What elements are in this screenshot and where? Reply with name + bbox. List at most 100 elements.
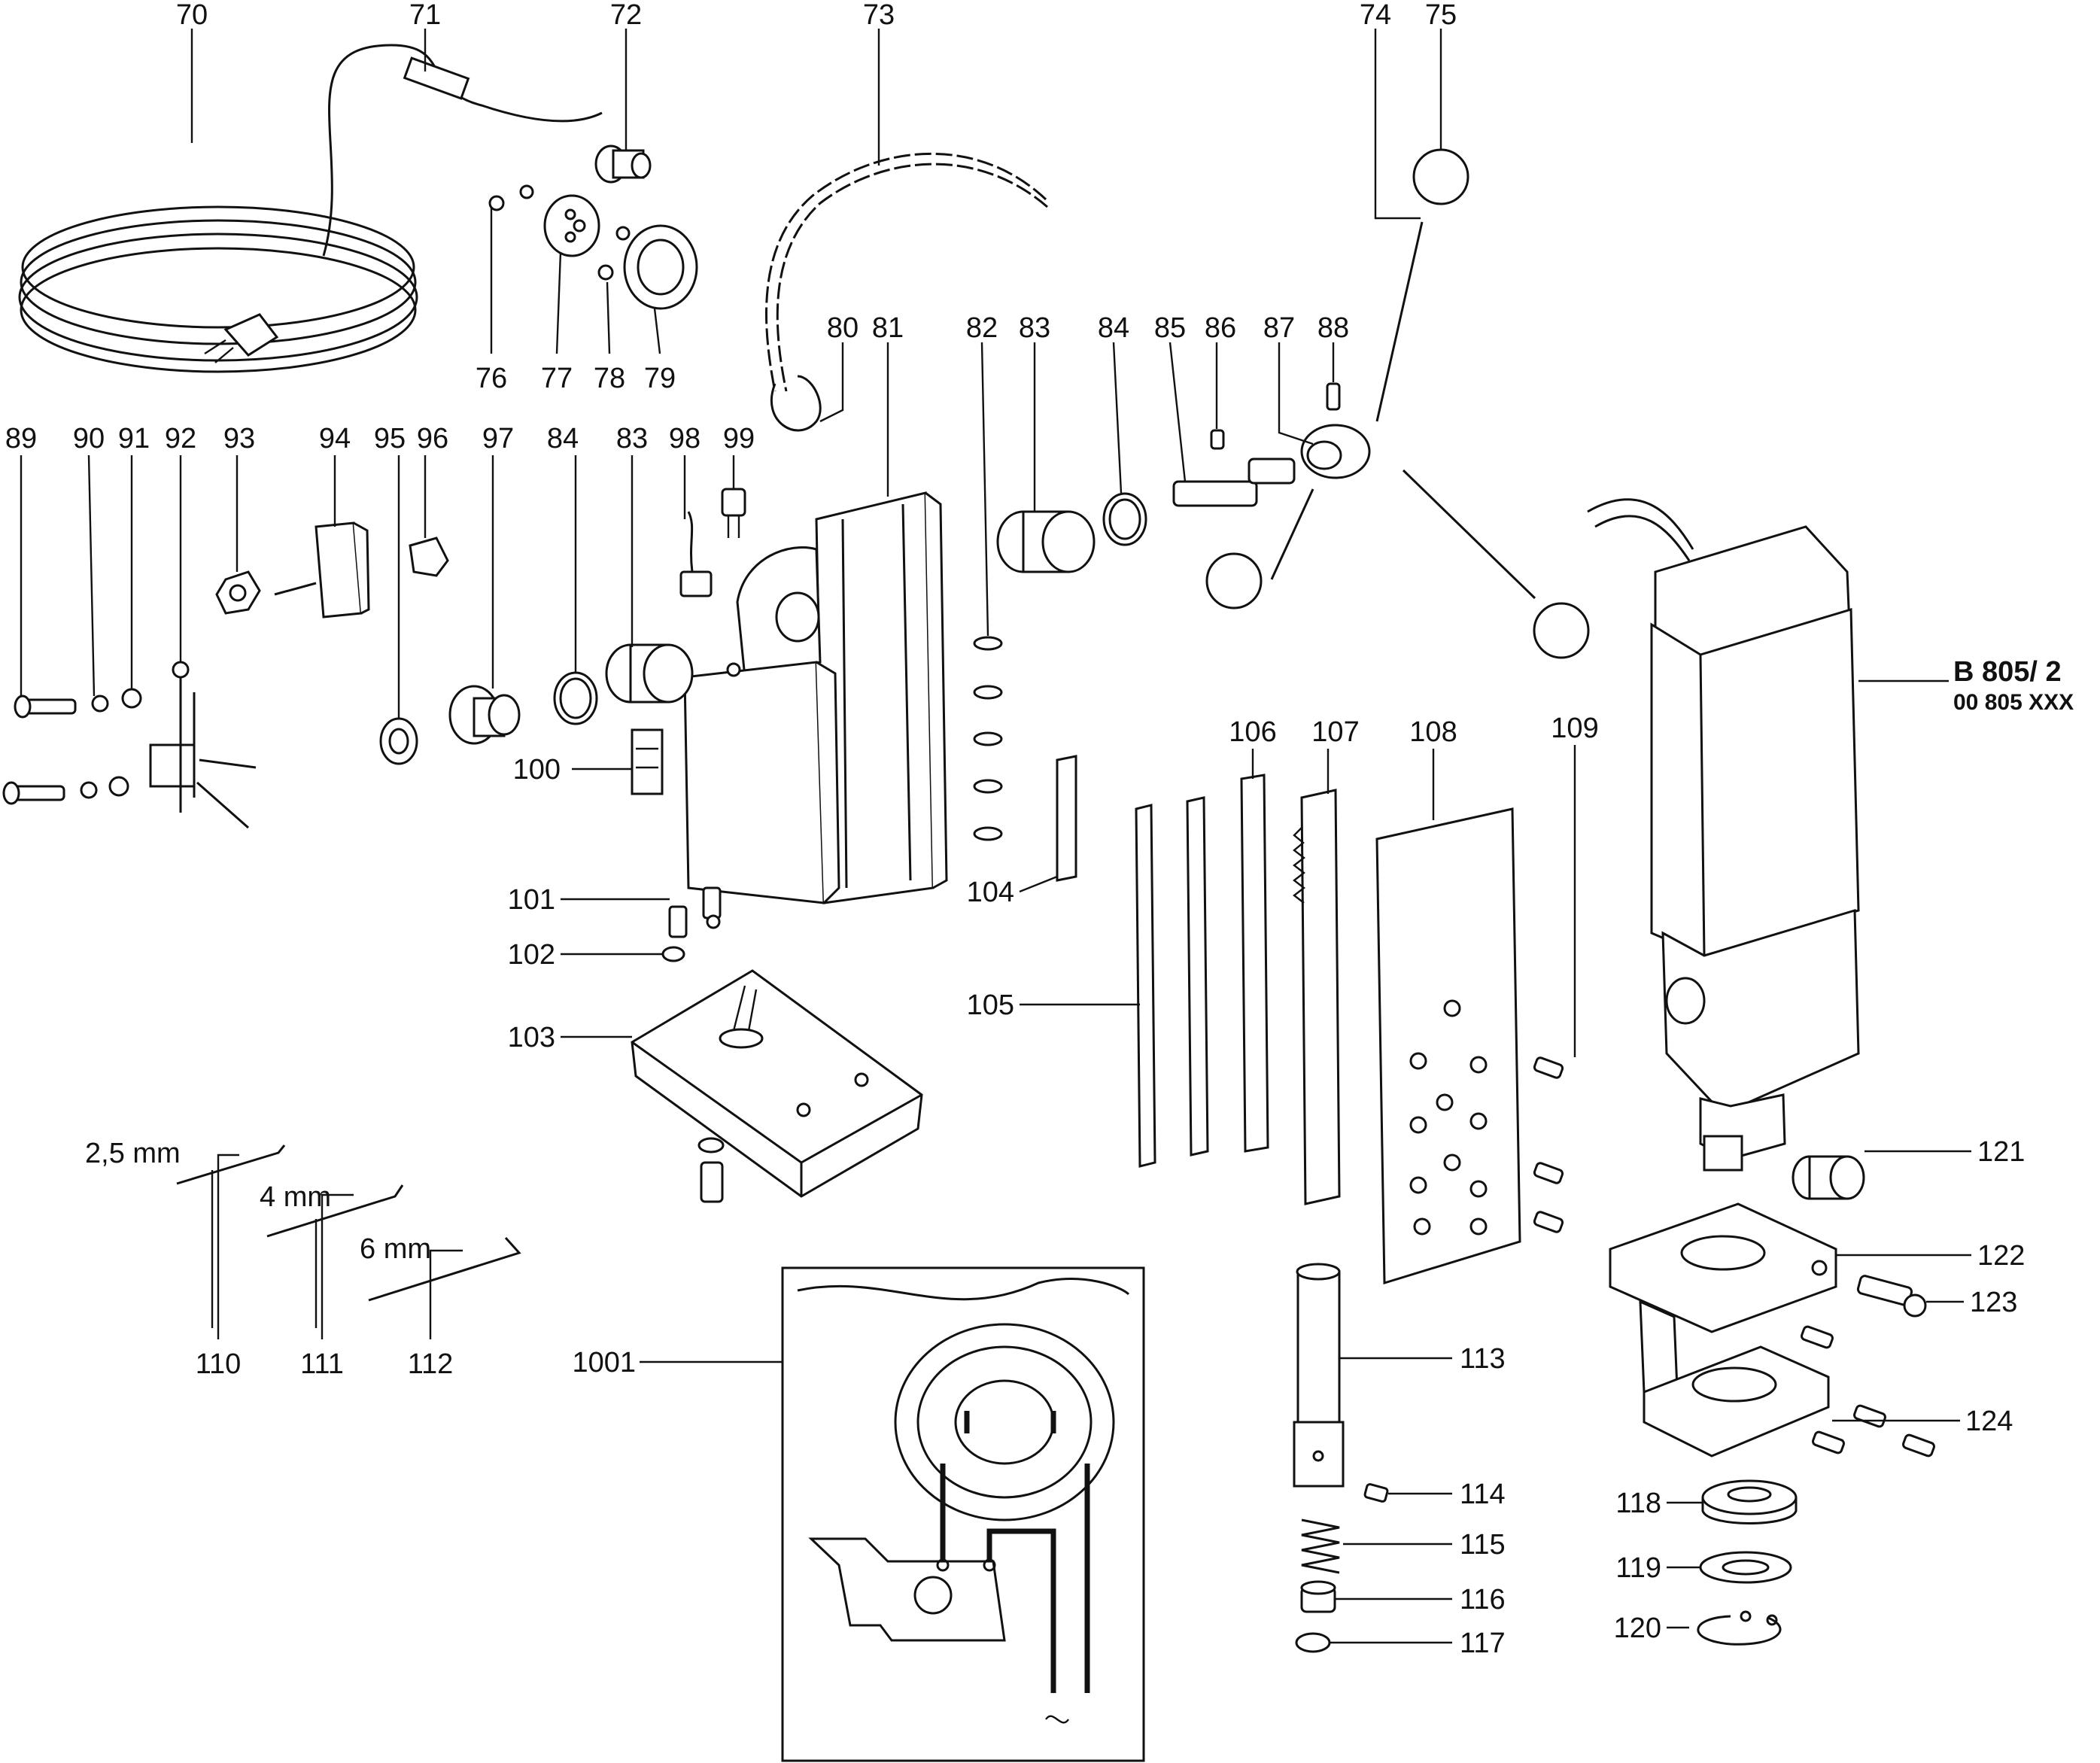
part-96-retaining-plate [409, 536, 449, 577]
part-123-screw [1856, 1275, 1927, 1318]
callout-109: 109 [1551, 713, 1598, 744]
callout-87: 87 [1263, 312, 1295, 344]
callout-99: 99 [723, 423, 755, 454]
part-115-spring [1301, 1518, 1340, 1574]
callout-112: 112 [408, 1348, 454, 1380]
part-83-bushing-lower [605, 643, 694, 704]
part-94-toggle-switch [274, 521, 370, 619]
part-102-washer [661, 946, 685, 962]
part-103-magnetic-base [631, 969, 923, 1203]
callout-84-upper: 84 [1098, 312, 1129, 344]
callout-86: 86 [1205, 312, 1236, 344]
part-89-screw [2, 695, 77, 805]
part-76-screw [488, 184, 534, 211]
part-113-sleeve [1293, 1263, 1345, 1488]
part-114-pin [1363, 1483, 1389, 1503]
part-121-bushing [1792, 1155, 1865, 1200]
callout-83-upper: 83 [1019, 312, 1050, 344]
callout-79: 79 [644, 363, 676, 394]
callout-119: 119 [1615, 1552, 1661, 1584]
callout-94: 94 [319, 423, 351, 454]
callout-76: 76 [476, 363, 507, 394]
part-82-set-screws [973, 636, 1003, 841]
hex-key-label-2-5mm: 2,5 mm [85, 1138, 181, 1169]
callout-118: 118 [1615, 1488, 1661, 1519]
callout-1001: 1001 [572, 1347, 636, 1378]
part-104-strip [1056, 755, 1077, 882]
part-88-pin [1326, 382, 1341, 411]
part-84-ring-lower [553, 671, 598, 725]
part-77-socket-insert [543, 194, 600, 257]
callout-120: 120 [1614, 1613, 1661, 1644]
part-119-washer [1699, 1551, 1792, 1584]
part-75-lever-ball [1205, 148, 1590, 659]
part-98-carbon-brush [679, 511, 713, 597]
part-80-hook [770, 375, 822, 432]
callout-121: 121 [1977, 1136, 2025, 1168]
callout-90: 90 [73, 423, 105, 454]
callout-106: 106 [1229, 716, 1276, 748]
callout-101: 101 [508, 884, 555, 916]
callout-70: 70 [176, 0, 208, 31]
part-92-switch-block [149, 661, 257, 829]
callout-84-lower: 84 [547, 423, 579, 454]
model-name: B 805/ 2 [1953, 656, 2062, 688]
callout-83-lower: 83 [616, 423, 648, 454]
callout-72: 72 [610, 0, 642, 31]
part-87-hub [1300, 424, 1371, 479]
part-91-washer [108, 688, 142, 797]
hex-key-label-6mm: 6 mm [360, 1233, 431, 1265]
part-74-lever-bar [1270, 221, 1536, 600]
callout-116: 116 [1460, 1584, 1506, 1616]
part-78-screw [597, 264, 614, 281]
callout-108: 108 [1409, 716, 1457, 748]
part-122-bracket [1609, 1202, 1837, 1458]
callout-122: 122 [1977, 1240, 2025, 1272]
part-93-nut [215, 570, 261, 615]
callout-102: 102 [508, 939, 555, 971]
callout-80: 80 [827, 312, 859, 344]
part-81-stand-column [683, 491, 948, 904]
callout-89: 89 [5, 423, 37, 454]
part-97-flange-bushing [448, 685, 521, 745]
part-117-washer [1295, 1632, 1331, 1653]
callout-71: 71 [409, 0, 441, 31]
hex-key-label-4mm: 4 mm [260, 1181, 331, 1213]
callout-95: 95 [374, 423, 406, 454]
part-106-guide-strip [1240, 774, 1269, 1153]
callout-78: 78 [594, 363, 625, 394]
callout-114: 114 [1460, 1479, 1506, 1510]
part-111-hex-key [266, 1184, 404, 1238]
part-112-hex-key [368, 1236, 521, 1302]
callout-115: 115 [1460, 1529, 1506, 1561]
callout-104: 104 [967, 877, 1014, 908]
callout-81: 81 [872, 312, 904, 344]
callout-91: 91 [118, 423, 150, 454]
part-120-circlip [1697, 1610, 1782, 1646]
callout-103: 103 [508, 1022, 555, 1053]
callout-92: 92 [165, 423, 196, 454]
part-118-thick-washer [1701, 1479, 1798, 1524]
callout-93: 93 [223, 423, 255, 454]
callout-123: 123 [1970, 1287, 2017, 1318]
part-95-lock-ring [379, 717, 418, 765]
part-101-screw [668, 886, 722, 938]
part-70-power-cable [18, 44, 603, 373]
callout-110: 110 [196, 1348, 242, 1380]
part-110-hex-key [176, 1144, 286, 1185]
leader-lines [20, 29, 1971, 1644]
callout-82: 82 [966, 312, 998, 344]
part-1001-wiring-diagram [781, 1266, 1145, 1762]
part-90-washer [80, 695, 109, 799]
callout-124: 124 [1965, 1406, 2013, 1437]
callout-75: 75 [1425, 0, 1457, 31]
callout-96: 96 [417, 423, 448, 454]
part-85-pinion-shaft [1172, 457, 1296, 507]
part-105-guide-strip [1135, 796, 1209, 1168]
callout-113: 113 [1460, 1343, 1506, 1375]
callout-105: 105 [967, 989, 1014, 1021]
callout-77: 77 [541, 363, 573, 394]
callout-100: 100 [513, 754, 561, 786]
part-73-chain [765, 152, 1048, 392]
